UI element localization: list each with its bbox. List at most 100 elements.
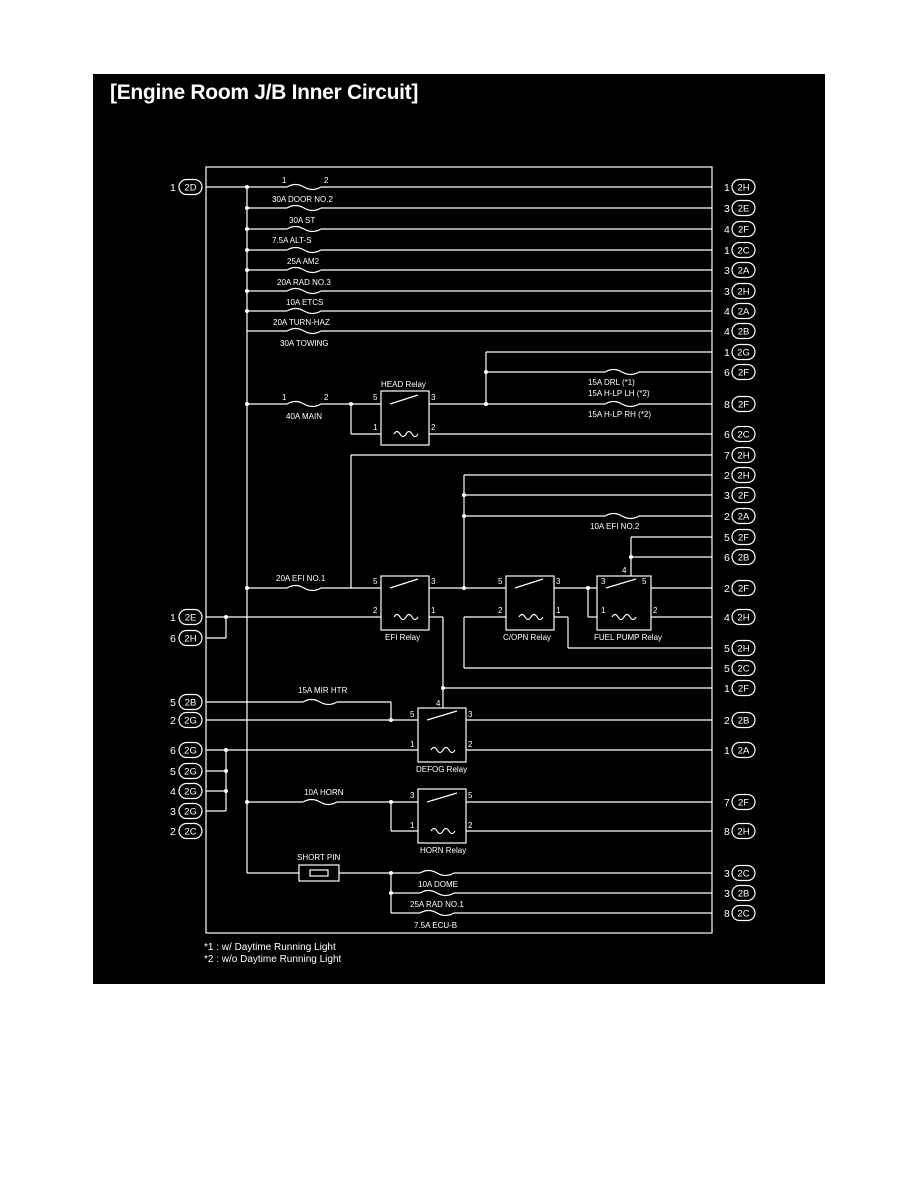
relay-pin: 3 [556, 577, 561, 586]
footnote-1: *1 : w/ Daytime Running Light [204, 942, 336, 953]
svg-text:2C: 2C [737, 246, 749, 257]
svg-text:2: 2 [724, 511, 730, 523]
svg-text:5: 5 [724, 532, 730, 544]
connector-right: 6 2C [724, 425, 756, 443]
svg-text:2A: 2A [738, 307, 750, 318]
svg-text:2: 2 [170, 826, 176, 838]
fuse-pin: 1 [282, 393, 287, 402]
relay-pin: 1 [410, 740, 415, 749]
junction-block-border [205, 166, 713, 934]
relay-pin: 2 [653, 606, 658, 615]
connector-right: 4 2A [724, 302, 756, 320]
fuse-labels: 1 2 30A DOOR NO.2 30A ST 7.5A ALT-S 25A … [272, 176, 651, 930]
fuse-label: 30A TOWING [280, 339, 329, 348]
fuse-label: 30A DOOR NO.2 [272, 195, 333, 204]
svg-text:1: 1 [170, 612, 176, 624]
svg-text:3: 3 [724, 868, 730, 880]
relay-pin: 5 [498, 577, 503, 586]
svg-text:3: 3 [724, 203, 730, 215]
relay-pin: 2 [498, 606, 503, 615]
svg-text:4: 4 [170, 786, 176, 798]
svg-text:2F: 2F [738, 368, 749, 379]
svg-text:2F: 2F [738, 533, 749, 544]
relay-pin: 5 [410, 710, 415, 719]
relay-pin: 5 [373, 393, 378, 402]
svg-text:3: 3 [170, 806, 176, 818]
connector-right: 5 2F [724, 528, 756, 546]
relay-pin: 5 [373, 577, 378, 586]
svg-text:3: 3 [724, 888, 730, 900]
svg-text:4: 4 [724, 326, 730, 338]
fuse-symbols [286, 183, 640, 917]
relay-pin: 5 [468, 791, 473, 800]
svg-text:2F: 2F [738, 491, 749, 502]
relay-pin: 1 [373, 423, 378, 432]
svg-text:2H: 2H [737, 827, 749, 838]
svg-text:1: 1 [170, 182, 176, 194]
svg-text:1: 1 [724, 182, 730, 194]
fuse-label: 10A HORN [304, 788, 344, 797]
connector-right: 2 2A [724, 507, 756, 525]
svg-text:5: 5 [170, 766, 176, 778]
connector-right: 4 2B [724, 322, 756, 340]
svg-text:2: 2 [724, 715, 730, 727]
svg-text:1: 1 [724, 683, 730, 695]
connector-left: 5 2G [170, 762, 203, 780]
connector-left: 2 2C [170, 822, 203, 840]
fuse-label: 25A AM2 [287, 257, 320, 266]
svg-text:5: 5 [724, 663, 730, 675]
svg-text:2C: 2C [184, 827, 196, 838]
diagram-title: [Engine Room J/B Inner Circuit] [110, 81, 419, 104]
relay-pin: 2 [431, 423, 436, 432]
relay-label: C/OPN Relay [503, 633, 551, 642]
svg-text:3: 3 [724, 286, 730, 298]
svg-text:3: 3 [724, 490, 730, 502]
relay-label: FUEL PUMP Relay [594, 633, 662, 642]
svg-text:6: 6 [724, 429, 730, 441]
relay-label: DEFOG Relay [416, 765, 467, 774]
svg-text:2G: 2G [184, 767, 197, 778]
svg-text:4: 4 [724, 612, 730, 624]
fuse-label: 20A TURN-HAZ [273, 318, 330, 327]
svg-text:2B: 2B [738, 327, 750, 338]
fuse-label: 40A MAIN [286, 412, 322, 421]
relay-pin: 4 [622, 566, 627, 575]
defog-relay-circuit [206, 701, 712, 812]
svg-text:2G: 2G [184, 746, 197, 757]
fuse-label: 15A DRL (*1) [588, 378, 635, 387]
fuse-label: SHORT PIN [297, 853, 340, 862]
connector-right: 1 2C [724, 241, 756, 259]
relay-pin: 2 [373, 606, 378, 615]
relay-labels: HEAD Relay 5 3 1 2 EFI Relay 5 3 2 1 C/O… [373, 380, 662, 855]
svg-text:4: 4 [724, 306, 730, 318]
relay-label: HEAD Relay [381, 380, 426, 389]
svg-text:2H: 2H [737, 471, 749, 482]
relay-pin: 1 [601, 606, 606, 615]
relay-pin: 3 [601, 577, 606, 586]
svg-text:2: 2 [170, 715, 176, 727]
svg-text:2C: 2C [737, 664, 749, 675]
relay-pin: 2 [468, 740, 473, 749]
fuse-label: 30A ST [289, 216, 315, 225]
svg-text:2C: 2C [737, 909, 749, 920]
svg-text:2A: 2A [738, 512, 750, 523]
footnotes: *1 : w/ Daytime Running Light *2 : w/o D… [204, 942, 342, 965]
svg-text:1: 1 [724, 245, 730, 257]
relay-pin: 1 [556, 606, 561, 615]
svg-text:2C: 2C [737, 430, 749, 441]
fuse-label: 10A ETCS [286, 298, 323, 307]
svg-text:2F: 2F [738, 400, 749, 411]
